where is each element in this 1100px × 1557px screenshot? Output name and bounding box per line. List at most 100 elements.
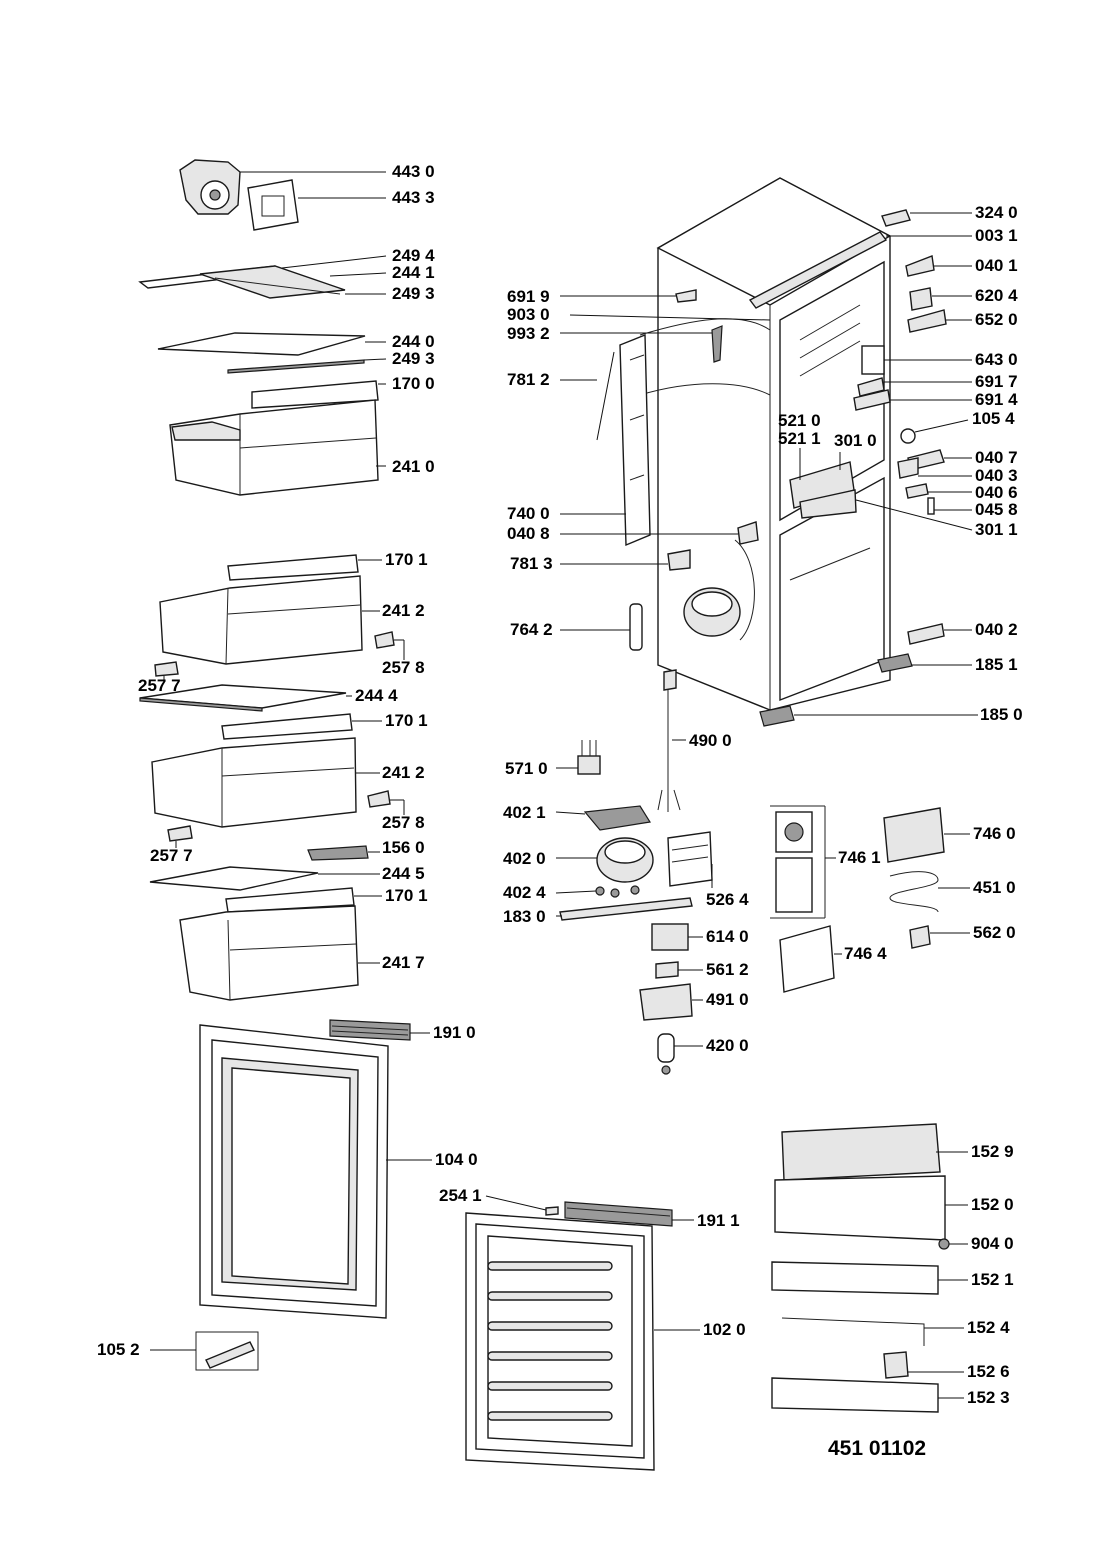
glass-shelf-part: [157, 332, 366, 374]
top-glass-shelf-part: [138, 265, 346, 299]
label-257-7-a: 257 7: [138, 676, 181, 695]
fridge-door-gasket-part: [329, 1019, 411, 1041]
label-183-0: 183 0: [503, 907, 546, 926]
crisper-drawer-part: [169, 380, 379, 496]
label-781-2: 781 2: [507, 370, 550, 389]
label-903-0: 903 0: [507, 305, 550, 324]
door-shelves-parts: [771, 1123, 950, 1413]
label-191-0: 191 0: [433, 1023, 476, 1042]
label-490-0: 490 0: [689, 731, 732, 750]
label-643-0: 643 0: [975, 350, 1018, 369]
label-241-7: 241 7: [382, 953, 425, 972]
label-781-3: 781 3: [510, 554, 553, 573]
label-402-1: 402 1: [503, 803, 546, 822]
label-105-2: 105 2: [97, 1340, 140, 1359]
control-cover-part: [779, 925, 842, 993]
label-249-3-b: 249 3: [392, 349, 435, 368]
label-152-0: 152 0: [971, 1195, 1014, 1214]
label-764-2: 764 2: [510, 620, 553, 639]
condenser-part: [619, 333, 651, 547]
label-102-0: 102 0: [703, 1320, 746, 1339]
label-152-1: 152 1: [971, 1270, 1014, 1289]
label-561-2: 561 2: [706, 960, 749, 979]
freezer-glass-a-part: [139, 684, 347, 712]
label-420-0: 420 0: [706, 1036, 749, 1055]
label-402-0: 402 0: [503, 849, 546, 868]
label-040-2: 040 2: [975, 620, 1018, 639]
label-571-0: 571 0: [505, 759, 548, 778]
label-170-1-b: 170 1: [385, 711, 428, 730]
label-104-0: 104 0: [435, 1150, 478, 1169]
document-number: 451 01102: [828, 1437, 927, 1460]
label-691-7: 691 7: [975, 372, 1018, 391]
label-443-0: 443 0: [392, 162, 435, 181]
label-257-8-a: 257 8: [382, 658, 425, 677]
label-301-0: 301 0: [834, 431, 877, 450]
label-521-1: 521 1: [778, 429, 821, 448]
compressor-leader-lines: [555, 739, 713, 1047]
freezer-drawer-c-part: [179, 887, 359, 1001]
evaporator-heater-parts: [883, 807, 945, 949]
label-152-9: 152 9: [971, 1142, 1014, 1161]
label-170-1-c: 170 1: [385, 886, 428, 905]
label-324-0: 324 0: [975, 203, 1018, 222]
cabinet-compressor-part: [683, 587, 741, 637]
label-040-6: 040 6: [975, 483, 1018, 502]
label-993-2: 993 2: [507, 324, 550, 343]
label-241-2-b: 241 2: [382, 763, 425, 782]
cabinet-small-parts: [667, 209, 947, 727]
label-170-1-a: 170 1: [385, 550, 428, 569]
fan-motor-part: [179, 159, 241, 215]
label-152-6: 152 6: [967, 1362, 1010, 1381]
label-040-1: 040 1: [975, 256, 1018, 275]
label-443-3: 443 3: [392, 188, 435, 207]
label-249-4: 249 4: [392, 246, 435, 265]
label-045-8: 045 8: [975, 500, 1018, 519]
label-241-0: 241 0: [392, 457, 435, 476]
freezer-glass-b-part: [149, 866, 319, 891]
freezer-door-gasket-part: [545, 1201, 673, 1227]
label-185-0: 185 0: [980, 705, 1023, 724]
label-904-0: 904 0: [971, 1234, 1014, 1253]
control-panel-part: [770, 805, 836, 919]
freezer-drawer-b-part: [151, 713, 391, 861]
label-244-1: 244 1: [392, 263, 435, 282]
fan-cover-part: [247, 179, 299, 231]
label-620-4: 620 4: [975, 286, 1018, 305]
label-521-0: 521 0: [778, 411, 821, 430]
compressor-group-parts: [559, 669, 713, 1075]
label-691-4: 691 4: [975, 390, 1018, 409]
label-040-8: 040 8: [507, 524, 550, 543]
label-451-0: 451 0: [973, 878, 1016, 897]
label-040-3: 040 3: [975, 466, 1018, 485]
fridge-cabinet-part: [639, 177, 892, 711]
hinge-part: [195, 1331, 259, 1371]
freezer-door-part: [465, 1212, 655, 1471]
label-526-4: 526 4: [706, 890, 749, 909]
label-244-4: 244 4: [355, 686, 398, 705]
dryer-part: [629, 603, 643, 651]
label-156-0: 156 0: [382, 838, 425, 857]
label-301-1: 301 1: [975, 520, 1018, 539]
label-746-4: 746 4: [844, 944, 887, 963]
label-402-4: 402 4: [503, 883, 546, 902]
label-105-4: 105 4: [972, 409, 1015, 428]
label-614-0: 614 0: [706, 927, 749, 946]
label-257-7-b: 257 7: [150, 846, 193, 865]
freezer-drawer-a-part: [154, 554, 395, 677]
label-170-0: 170 0: [392, 374, 435, 393]
label-740-0: 740 0: [507, 504, 550, 523]
label-040-7: 040 7: [975, 448, 1018, 467]
label-003-1: 003 1: [975, 226, 1018, 245]
label-191-1: 191 1: [697, 1211, 740, 1230]
label-691-9: 691 9: [507, 287, 550, 306]
label-185-1: 185 1: [975, 655, 1018, 674]
label-257-8-b: 257 8: [382, 813, 425, 832]
label-244-5: 244 5: [382, 864, 425, 883]
label-746-0: 746 0: [973, 824, 1016, 843]
label-562-0: 562 0: [973, 923, 1016, 942]
door-shelves-leader-lines: [908, 1151, 968, 1399]
label-152-4: 152 4: [967, 1318, 1010, 1337]
